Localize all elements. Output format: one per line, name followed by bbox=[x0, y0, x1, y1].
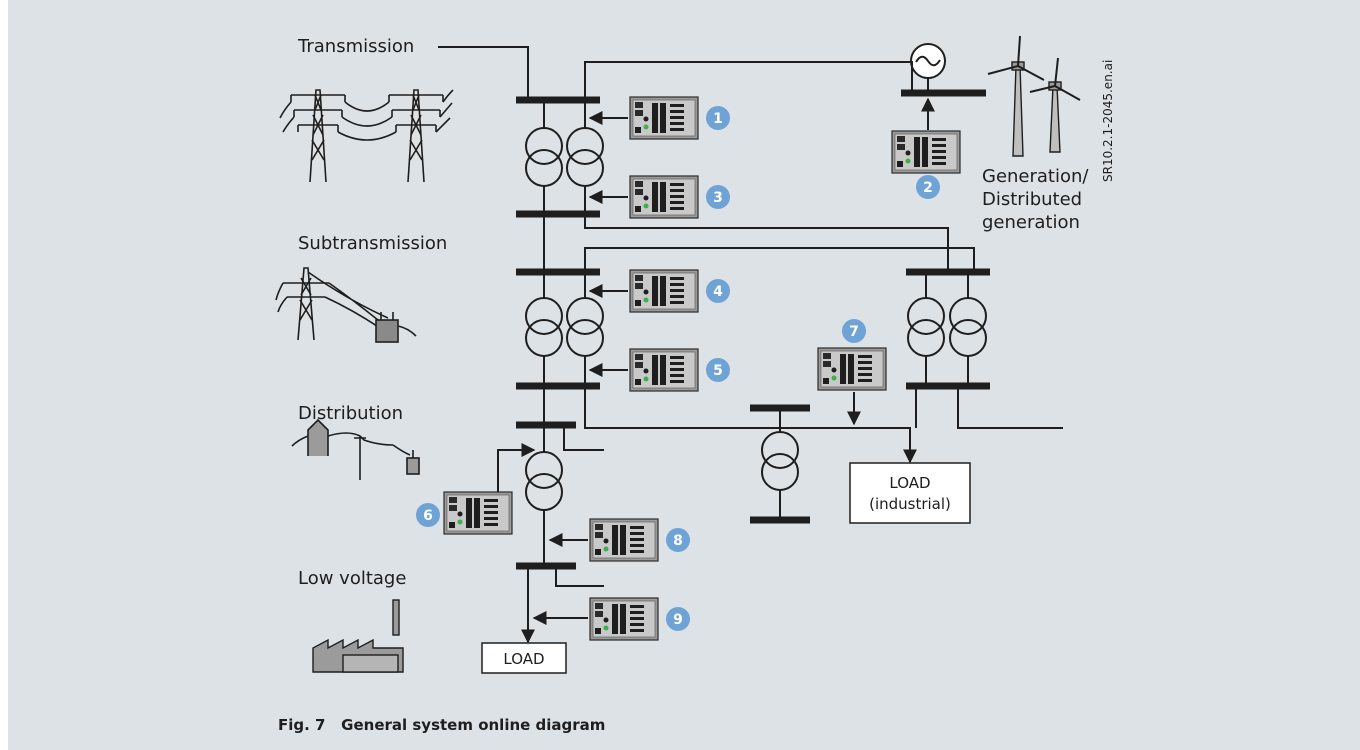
relay-device-2 bbox=[891, 130, 961, 174]
subtransmission-tower-illustration bbox=[275, 267, 417, 343]
label-generation-1: Generation/ bbox=[982, 166, 1089, 187]
relay-device-5 bbox=[629, 348, 699, 392]
badge-1: 1 bbox=[706, 106, 730, 130]
badge-5: 5 bbox=[706, 358, 730, 382]
label-low-voltage: Low voltage bbox=[298, 568, 406, 589]
badge-2: 2 bbox=[916, 175, 940, 199]
generator-icon bbox=[910, 43, 946, 79]
svg-text:LOAD: LOAD bbox=[889, 474, 930, 492]
relay-device-9 bbox=[589, 597, 659, 641]
badge-6: 6 bbox=[416, 503, 440, 527]
svg-text:1: 1 bbox=[713, 111, 723, 127]
wind-turbines-illustration bbox=[987, 35, 1081, 157]
badge-7: 7 bbox=[842, 319, 866, 343]
svg-text:7: 7 bbox=[849, 324, 859, 340]
relay-device-8 bbox=[589, 518, 659, 562]
load-industrial-box: LOAD (industrial) bbox=[849, 462, 971, 524]
label-generation-3: generation bbox=[982, 212, 1080, 233]
relay-device-4 bbox=[629, 269, 699, 313]
transmission-towers-illustration bbox=[279, 89, 454, 183]
svg-text:2: 2 bbox=[923, 180, 933, 196]
system-diagram: 1 2 3 4 5 6 7 8 9 LOAD LOAD (industrial)… bbox=[275, 35, 1115, 674]
svg-text:3: 3 bbox=[713, 190, 723, 206]
label-generation-2: Distributed bbox=[982, 189, 1082, 210]
label-subtransmission: Subtransmission bbox=[298, 233, 447, 254]
svg-text:LOAD: LOAD bbox=[503, 650, 544, 668]
distribution-illustration bbox=[291, 418, 420, 480]
svg-text:6: 6 bbox=[423, 508, 433, 524]
svg-text:8: 8 bbox=[673, 533, 683, 549]
badge-9: 9 bbox=[666, 607, 690, 631]
relay-device-3 bbox=[629, 175, 699, 219]
load-box: LOAD bbox=[481, 642, 567, 674]
badge-3: 3 bbox=[706, 185, 730, 209]
relay-device-6 bbox=[443, 491, 513, 535]
svg-text:9: 9 bbox=[673, 612, 683, 628]
figure-panel: 1 2 3 4 5 6 7 8 9 LOAD LOAD (industrial)… bbox=[8, 0, 1360, 750]
relay-device-1 bbox=[629, 96, 699, 140]
relay-device-7 bbox=[817, 347, 887, 391]
label-transmission: Transmission bbox=[297, 36, 414, 57]
figure-caption: Fig. 7 General system online diagram bbox=[278, 716, 606, 734]
factory-illustration bbox=[312, 599, 404, 673]
badge-8: 8 bbox=[666, 528, 690, 552]
single-line-network bbox=[438, 46, 1063, 644]
svg-text:5: 5 bbox=[713, 363, 723, 379]
svg-text:4: 4 bbox=[713, 284, 723, 300]
label-distribution: Distribution bbox=[298, 403, 403, 424]
file-id-label: SR10.2.1-2045.en.ai bbox=[1101, 60, 1115, 182]
svg-text:(industrial): (industrial) bbox=[869, 495, 951, 513]
badge-4: 4 bbox=[706, 279, 730, 303]
